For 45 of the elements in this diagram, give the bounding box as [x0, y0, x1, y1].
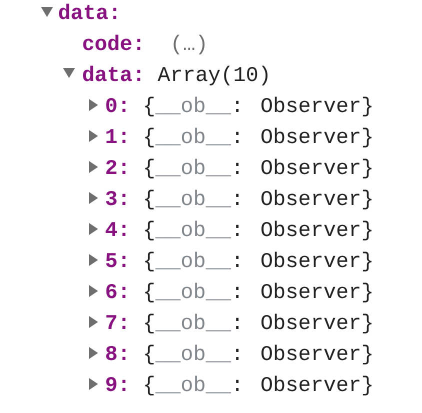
- array-index: 2:: [106, 160, 126, 174]
- property-value: : Observer}: [236, 158, 372, 178]
- array-index: 7:: [106, 315, 126, 329]
- property-name: __ob__: [155, 376, 232, 394]
- brace: {: [145, 220, 154, 240]
- brace: {: [145, 190, 154, 210]
- brace: {: [145, 376, 154, 396]
- property-value: : Observer}: [236, 220, 372, 240]
- property-value: : Observer}: [236, 96, 372, 116]
- property-key: code:: [83, 34, 140, 50]
- array-index: 6:: [106, 284, 126, 298]
- array-index: 8:: [106, 346, 126, 360]
- property-value: : Observer}: [236, 252, 372, 272]
- property-name: __ob__: [155, 220, 232, 238]
- property-value: : Observer}: [236, 128, 372, 148]
- property-name: __ob__: [155, 96, 232, 114]
- brace: {: [145, 282, 154, 302]
- brace: {: [145, 158, 154, 178]
- brace: {: [145, 128, 154, 148]
- array-index: 4:: [106, 222, 126, 236]
- brace: {: [145, 252, 154, 272]
- property-key: data:: [59, 4, 116, 20]
- array-index: 5:: [106, 253, 126, 268]
- brace: {: [145, 96, 154, 116]
- brace: {: [145, 314, 154, 334]
- property-value: : Observer}: [236, 314, 372, 334]
- property-value: Array(10): [158, 66, 268, 86]
- property-name: __ob__: [155, 252, 232, 270]
- property-value: : Observer}: [236, 190, 372, 210]
- property-name: __ob__: [155, 190, 232, 208]
- property-value: : Observer}: [236, 282, 372, 302]
- property-value: : Observer}: [236, 344, 372, 364]
- property-key: data:: [83, 66, 140, 82]
- property-name: __ob__: [155, 282, 232, 300]
- property-name: __ob__: [155, 314, 232, 332]
- array-index: 1:: [106, 129, 126, 143]
- property-name: __ob__: [155, 128, 232, 146]
- property-value: : Observer}: [236, 376, 372, 396]
- array-index: 0:: [106, 98, 126, 112]
- collapsed-value: (…): [174, 34, 204, 54]
- property-name: __ob__: [155, 158, 232, 176]
- array-index: 9:: [106, 376, 126, 392]
- array-index: 3:: [106, 190, 126, 206]
- brace: {: [145, 344, 154, 364]
- property-name: __ob__: [155, 344, 232, 362]
